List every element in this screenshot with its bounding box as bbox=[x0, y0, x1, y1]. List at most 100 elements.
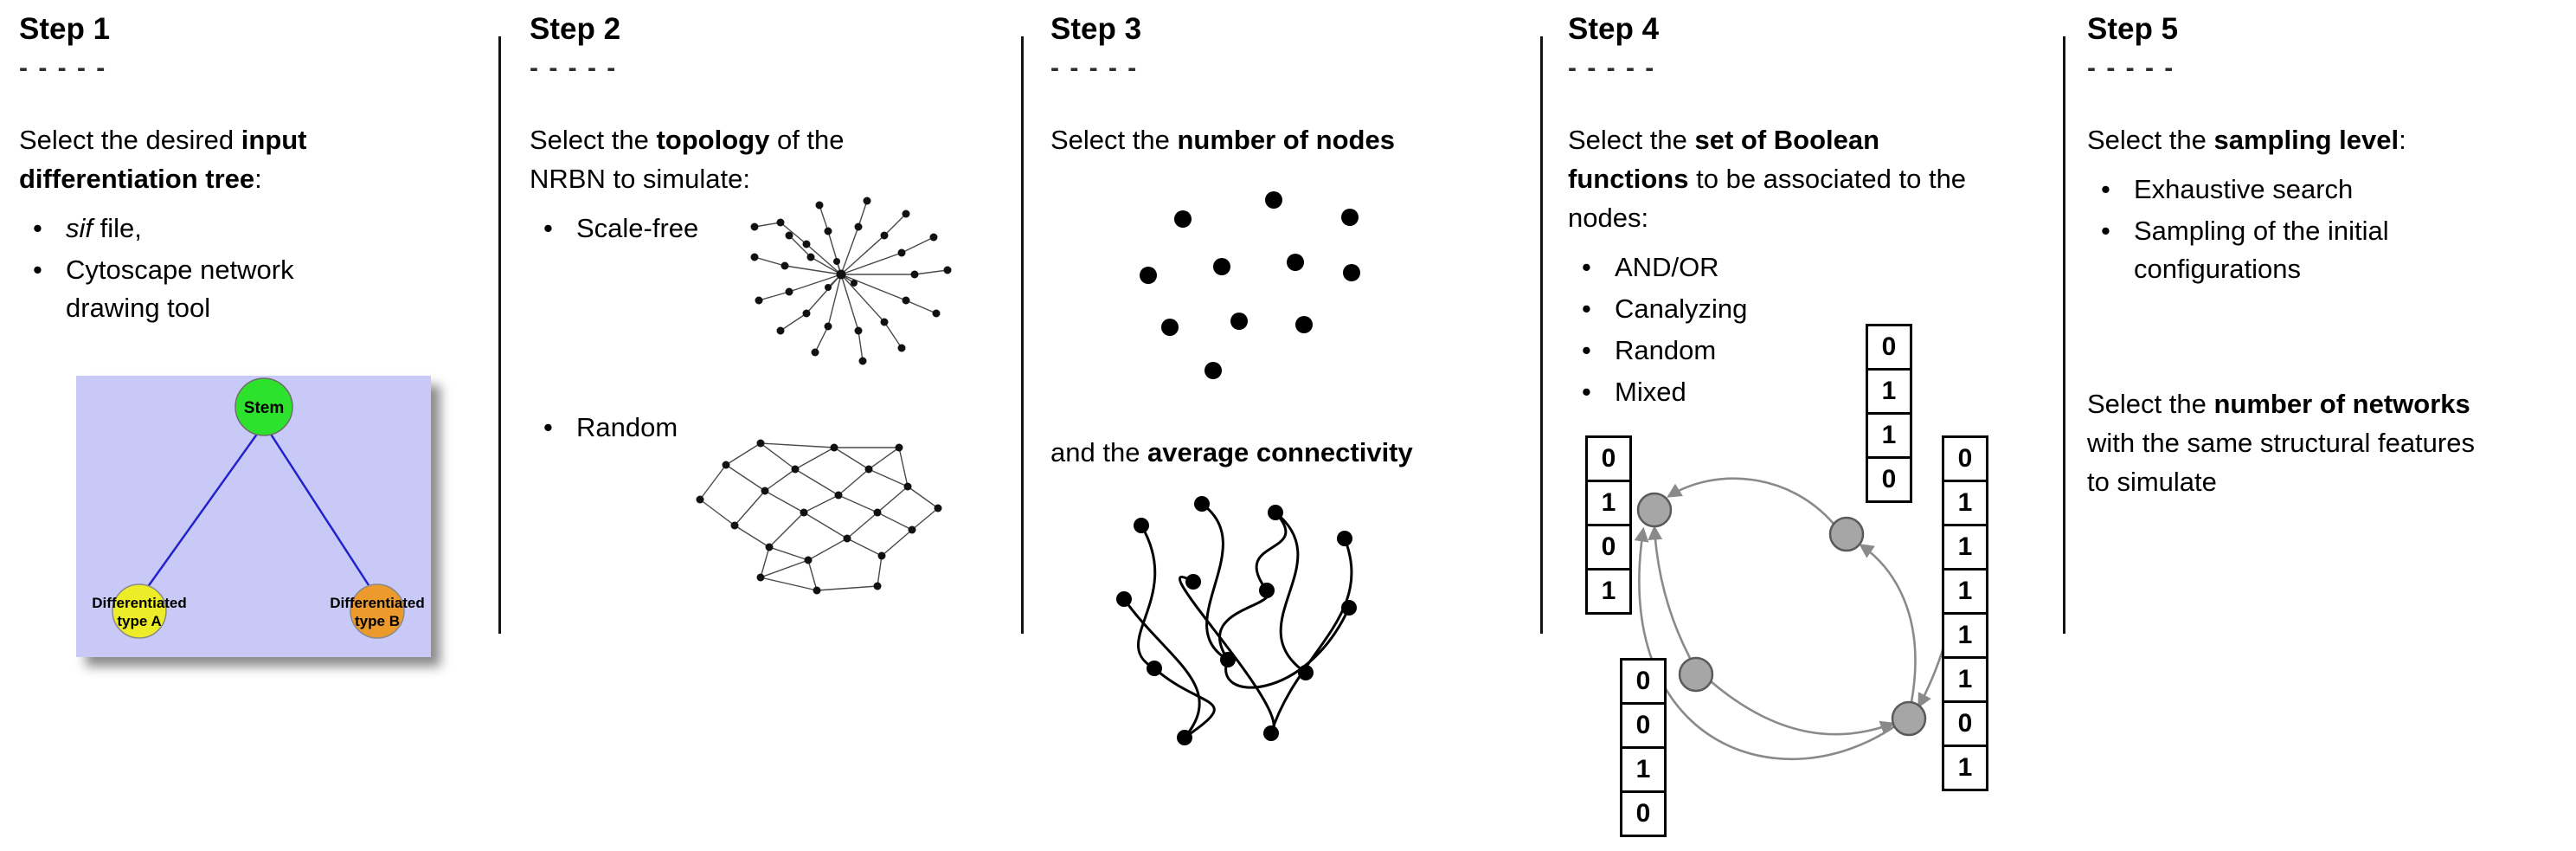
step-2-intro-post: of the NRBN to simulate: bbox=[530, 125, 845, 194]
truth-table-top: 0 1 1 0 bbox=[1866, 324, 1912, 503]
bullet-sif-italic: sif bbox=[66, 212, 93, 243]
bullet-random-fn-text: Random bbox=[1615, 334, 1717, 365]
boolean-node-1 bbox=[1636, 492, 1673, 528]
step-5-intro2-pre: Select the bbox=[2087, 388, 2214, 419]
truth-table-cell: 1 bbox=[1942, 480, 1988, 526]
truth-table-cell: 0 bbox=[1620, 790, 1667, 837]
step-5-intro-bold: sampling level bbox=[2213, 125, 2399, 155]
truth-table-cell: 1 bbox=[1585, 480, 1632, 526]
bullet-sif-file: sif file, bbox=[19, 210, 335, 248]
truth-table-cell: 0 bbox=[1866, 456, 1912, 503]
truth-table-cell: 1 bbox=[1942, 745, 1988, 791]
step-5-intro2-bold: number of networks bbox=[2213, 388, 2470, 419]
type-a-label-line1: Differentiated bbox=[92, 595, 187, 611]
step-3-intro-bold: number of nodes bbox=[1177, 125, 1395, 155]
step-1-intro: Select the desired input differentiation… bbox=[19, 121, 417, 199]
tree-edge-right bbox=[268, 432, 372, 589]
bullet-canalyzing-text: Canalyzing bbox=[1615, 293, 1748, 324]
step-2-intro: Select the topology of the NRBN to simul… bbox=[530, 121, 923, 199]
truth-table-cell: 1 bbox=[1620, 746, 1667, 793]
stem-node bbox=[234, 377, 293, 436]
step-2-bullet-list: Scale-free Random bbox=[530, 210, 1014, 447]
step-4-intro-pre: Select the bbox=[1568, 125, 1695, 155]
boolean-node-2 bbox=[1828, 516, 1865, 552]
truth-table-cell: 1 bbox=[1942, 612, 1988, 659]
step-3-intro: Select the number of nodes bbox=[1050, 121, 1535, 160]
step-5-intro2: Select the number of networks with the s… bbox=[2087, 385, 2483, 502]
bullet-sampling-text: Sampling of the initial configurations bbox=[2134, 215, 2389, 284]
truth-table-cell: 1 bbox=[1942, 524, 1988, 571]
step-5-intro: Select the sampling level: bbox=[2087, 121, 2563, 160]
stem-label: Stem bbox=[244, 399, 284, 417]
bullet-canalyzing: Canalyzing bbox=[1568, 290, 2057, 328]
step-4-column: Step 4 - - - - - Select the set of Boole… bbox=[1568, 12, 2057, 851]
type-b-label-line1: Differentiated bbox=[330, 595, 425, 611]
step-2-intro-bold: topology bbox=[656, 125, 770, 155]
step-3-dashes: - - - - - bbox=[1050, 54, 1139, 82]
step-1-intro-post: : bbox=[254, 163, 262, 194]
step-2-column: Step 2 - - - - - Select the topology of … bbox=[530, 12, 1014, 595]
bullet-and-or-text: AND/OR bbox=[1615, 251, 1719, 282]
step-1-title: Step 1 bbox=[19, 12, 111, 46]
scale-free-network-illustration bbox=[707, 184, 975, 383]
step-4-bullet-list: AND/OR Canalyzing Random Mixed bbox=[1568, 248, 2057, 411]
type-b-label-line2: type B bbox=[355, 613, 400, 629]
truth-table-left: 0 1 0 1 bbox=[1585, 435, 1632, 615]
step-2-intro-pre: Select the bbox=[530, 125, 657, 155]
truth-table-cell: 1 bbox=[1866, 412, 1912, 459]
step-2-title: Step 2 bbox=[530, 12, 621, 46]
tree-edge-left bbox=[145, 432, 260, 589]
boolean-node-3 bbox=[1678, 656, 1714, 693]
bullet-random-fn: Random bbox=[1568, 332, 2057, 370]
bullet-random-text: Random bbox=[576, 411, 678, 442]
differentiation-tree-svg: Stem Differentiated type A Differentiate… bbox=[76, 375, 431, 657]
type-b-node bbox=[350, 583, 405, 639]
differentiation-tree-illustration: Stem Differentiated type A Differentiate… bbox=[76, 375, 431, 657]
step-4-intro-bold: set of Boolean functions bbox=[1568, 125, 1880, 194]
step-1-bullet-list: sif file, Cytoscape network drawing tool bbox=[19, 210, 335, 327]
step-5-intro-pre: Select the bbox=[2087, 125, 2214, 155]
bullet-sif-rest: file, bbox=[93, 212, 142, 243]
truth-table-cell: 0 bbox=[1866, 324, 1912, 371]
step-5-column: Step 5 - - - - - Select the sampling lev… bbox=[2087, 12, 2563, 502]
step-3-column: Step 3 - - - - - Select the number of no… bbox=[1050, 12, 1535, 764]
truth-table-cell: 0 bbox=[1942, 435, 1988, 482]
bullet-exhaustive-search: Exhaustive search bbox=[2087, 171, 2563, 209]
bullet-and-or: AND/OR bbox=[1568, 248, 2057, 287]
bullet-random: Random bbox=[530, 409, 1014, 447]
step-3-intro2-bold: average connectivity bbox=[1147, 436, 1413, 467]
truth-table-cell: 0 bbox=[1620, 658, 1667, 705]
step-5-bullet-list: Exhaustive search Sampling of the initia… bbox=[2087, 171, 2563, 288]
truth-table-cell: 1 bbox=[1942, 568, 1988, 615]
step-5-dashes: - - - - - bbox=[2087, 54, 2175, 82]
column-divider bbox=[498, 36, 501, 634]
step-5-intro2-post: with the same structural features to sim… bbox=[2087, 427, 2475, 497]
step-4-intro: Select the set of Boolean functions to b… bbox=[1568, 121, 1970, 238]
connectivity-tangle-illustration bbox=[1116, 495, 1357, 745]
type-a-label-line2: type A bbox=[117, 613, 161, 629]
step-1-intro-pre: Select the desired bbox=[19, 125, 241, 155]
step-1-column: Step 1 - - - - - Select the desired inpu… bbox=[19, 12, 491, 661]
bullet-mixed: Mixed bbox=[1568, 373, 2057, 411]
step-5-title: Step 5 bbox=[2087, 12, 2179, 46]
bullet-scale-free: Scale-free bbox=[530, 210, 1014, 248]
bullet-cytoscape-text: Cytoscape network drawing tool bbox=[66, 254, 294, 323]
step-3-intro2-pre: and the bbox=[1050, 436, 1148, 467]
column-divider bbox=[1540, 36, 1543, 634]
truth-table-cell: 0 bbox=[1585, 524, 1632, 571]
truth-table-cell: 0 bbox=[1585, 435, 1632, 482]
step-1-dashes: - - - - - bbox=[19, 54, 107, 82]
truth-table-cell: 1 bbox=[1942, 656, 1988, 703]
step-4-dashes: - - - - - bbox=[1568, 54, 1656, 82]
step-1-intro-bold: input differentiation tree bbox=[19, 125, 307, 194]
step-4-intro-post: to be associated to the nodes: bbox=[1568, 163, 1967, 233]
bullet-exhaustive-text: Exhaustive search bbox=[2134, 173, 2354, 204]
bullet-cytoscape: Cytoscape network drawing tool bbox=[19, 251, 335, 327]
truth-table-cell: 1 bbox=[1866, 368, 1912, 415]
bullet-scale-free-text: Scale-free bbox=[576, 212, 699, 243]
truth-table-cell: 0 bbox=[1620, 702, 1667, 749]
type-a-node bbox=[112, 583, 167, 639]
step-3-title: Step 3 bbox=[1050, 12, 1142, 46]
column-divider bbox=[2063, 36, 2065, 634]
